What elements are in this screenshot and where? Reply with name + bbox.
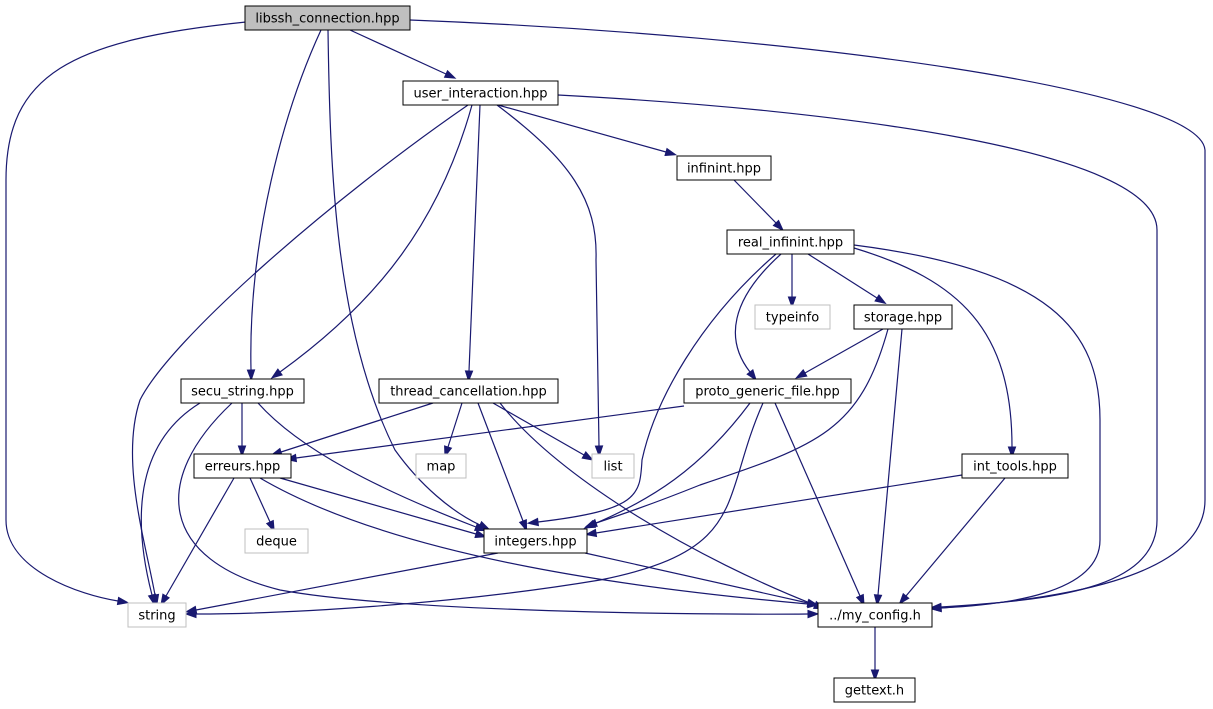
node-storage[interactable]: storage.hpp [853, 304, 953, 330]
node-label: deque [256, 535, 297, 550]
edge-proto_generic_file-to-my_config [774, 402, 865, 607]
edge-libssh_connection-to-user_interaction [349, 29, 457, 79]
node-erreurs[interactable]: erreurs.hpp [193, 453, 292, 479]
edge-secu_string-to-erreurs [237, 403, 247, 458]
node-label: typeinfo [766, 311, 819, 326]
node-label: user_interaction.hpp [413, 87, 547, 102]
edge-storage-to-proto_generic_file [795, 328, 884, 379]
edge-real_infinint-to-integers [526, 253, 777, 527]
node-label: libssh_connection.hpp [255, 12, 399, 27]
edge-real_infinint-to-my_config [853, 244, 1101, 613]
edge-erreurs-to-integers [279, 477, 488, 539]
edge-secu_string-to-my_config [178, 402, 820, 619]
node-int-tools[interactable]: int_tools.hpp [961, 453, 1069, 479]
node-libssh-connection[interactable]: libssh_connection.hpp [244, 5, 411, 31]
node-label: erreurs.hpp [205, 460, 280, 475]
edge-secu_string-to-string [140, 402, 201, 607]
node-integers[interactable]: integers.hpp [483, 528, 588, 554]
node-label: real_infinint.hpp [738, 236, 843, 251]
edge-real_infinint-to-typeinfo [787, 254, 797, 309]
edges [5, 19, 1206, 682]
edge-storage-to-my_config [873, 328, 903, 607]
node-label: ../my_config.h [829, 609, 921, 624]
node-my-config[interactable]: ../my_config.h [817, 602, 933, 628]
node-infinint[interactable]: infinint.hpp [676, 155, 772, 181]
edge-real_infinint-to-storage [807, 253, 887, 305]
node-map[interactable]: map [415, 453, 467, 479]
node-label: integers.hpp [494, 535, 576, 550]
node-user-interaction[interactable]: user_interaction.hpp [402, 80, 559, 106]
edge-user_interaction-to-infinint [497, 104, 678, 157]
edge-libssh_connection-to-string [5, 21, 247, 606]
node-label: storage.hpp [864, 311, 942, 326]
node-label: secu_string.hpp [191, 385, 294, 400]
node-secu-string[interactable]: secu_string.hpp [180, 378, 305, 404]
edge-user_interaction-to-thread_cancellation [464, 104, 481, 383]
edge-real_infinint-to-proto_generic_file [734, 253, 782, 382]
edge-proto_generic_file-to-integers [583, 402, 751, 529]
edge-proto_generic_file-to-erreurs [284, 405, 685, 463]
node-label: list [603, 460, 622, 475]
edge-thread_cancellation-to-my_config [499, 402, 826, 610]
edge-integers-to-my_config [584, 552, 820, 608]
edge-thread_cancellation-to-map [444, 402, 463, 458]
edge-user_interaction-to-my_config [557, 94, 1158, 612]
edge-secu_string-to-integers [257, 402, 487, 532]
edge-thread_cancellation-to-integers [477, 402, 528, 532]
node-label: gettext.h [845, 684, 904, 699]
edge-proto_generic_file-to-string [184, 402, 764, 619]
node-label: string [138, 609, 175, 624]
edge-libssh_connection-to-secu_string [246, 29, 322, 382]
edge-infinint-to-real_infinint [733, 179, 785, 232]
edge-erreurs-to-deque [249, 477, 275, 533]
edge-int_tools-to-integers [584, 474, 963, 538]
node-proto-generic-file[interactable]: proto_generic_file.hpp [683, 378, 852, 404]
node-string[interactable]: string [127, 602, 187, 628]
edge-thread_cancellation-to-list [492, 402, 594, 461]
edge-my_config-to-gettext [870, 627, 880, 682]
edge-storage-to-integers [585, 328, 889, 527]
node-label: thread_cancellation.hpp [390, 385, 547, 400]
node-label: proto_generic_file.hpp [695, 385, 840, 400]
edge-erreurs-to-string [160, 477, 235, 606]
node-gettext[interactable]: gettext.h [833, 677, 916, 703]
edge-int_tools-to-my_config [898, 477, 1006, 605]
node-label: map [427, 460, 456, 475]
edge-integers-to-string [184, 552, 499, 615]
node-real-infinint[interactable]: real_infinint.hpp [726, 229, 855, 255]
edge-user_interaction-to-secu_string [270, 104, 473, 379]
node-typeinfo[interactable]: typeinfo [754, 304, 831, 330]
node-label: int_tools.hpp [973, 460, 1057, 475]
edge-thread_cancellation-to-erreurs [270, 402, 434, 456]
node-label: infinint.hpp [687, 162, 761, 177]
node-list[interactable]: list [591, 453, 635, 479]
edge-real_infinint-to-int_tools [853, 247, 1017, 459]
node-deque[interactable]: deque [244, 528, 309, 554]
nodes: libssh_connection.hpp user_interaction.hp… [127, 5, 1069, 703]
edge-user_interaction-to-list [496, 104, 604, 458]
node-thread-cancellation[interactable]: thread_cancellation.hpp [378, 378, 559, 404]
